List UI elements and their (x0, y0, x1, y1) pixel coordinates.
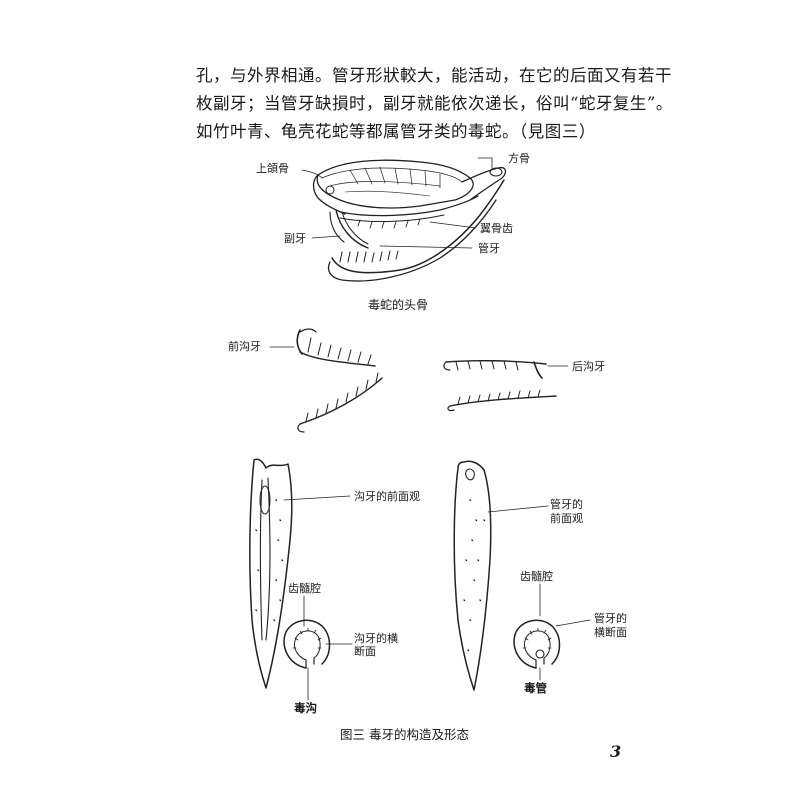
label-rear-groove-teeth: 后沟牙 (572, 360, 605, 373)
body-paragraph: 孔，与外界相通。管牙形狀較大，能活动，在它的后面又有若干 枚副牙；当管牙缺損时，… (196, 62, 673, 146)
figure-caption: 图三 毒牙的构造及形态 (340, 727, 469, 742)
label-wing-bone-teeth: 翼骨齿 (480, 222, 513, 235)
front-groove-teeth-illustration (296, 328, 383, 433)
label-tube-fang-front-view-2: 前面观 (550, 512, 583, 525)
label-front-groove-teeth: 前沟牙 (228, 340, 261, 353)
label-tube-fang-front-view-1: 管牙的 (550, 498, 583, 511)
label-tube-fang-cross-section-1: 管牙的 (594, 612, 627, 625)
label-secondary-fang: 副牙 (284, 232, 306, 245)
skull-caption: 毒蛇的头骨 (368, 298, 429, 312)
snake-skull-illustration (312, 159, 507, 282)
groove-fang-cross-section (283, 619, 331, 669)
text-line-1: 孔，与外界相通。管牙形狀較大，能活动，在它的后面又有若干 (196, 66, 672, 85)
label-square-bone: 方骨 (508, 152, 530, 165)
tube-fang-cross-section (513, 619, 561, 669)
text-line-2: 枚副牙；当管牙缺損时，副牙就能依次递长，俗叫“蛇牙复生”。 (196, 94, 673, 113)
page-number: 3 (610, 742, 622, 761)
rear-groove-teeth-illustration (443, 360, 557, 412)
label-venom-groove: 毒沟 (294, 701, 317, 715)
label-tube-fang: 管牙 (478, 242, 500, 255)
label-tube-fang-cross-section-2: 横断面 (594, 626, 627, 639)
label-groove-fang-front-view: 沟牙的前面观 (354, 490, 420, 503)
label-venom-tube: 毒管 (524, 681, 547, 695)
label-tube-fang-pulp-cavity: 齿髓腔 (520, 570, 553, 583)
tube-fang-front-view (453, 460, 492, 691)
groove-fang-front-view (249, 458, 293, 689)
label-upper-jaw: 上頜骨 (256, 162, 289, 175)
label-groove-fang-cross-section: 沟牙的横断面 (354, 632, 398, 658)
label-groove-fang-pulp-cavity: 齿髓腔 (288, 582, 321, 595)
text-line-3: 如竹叶青、龟壳花蛇等都属管牙类的毒蛇。（見图三） (196, 122, 596, 141)
